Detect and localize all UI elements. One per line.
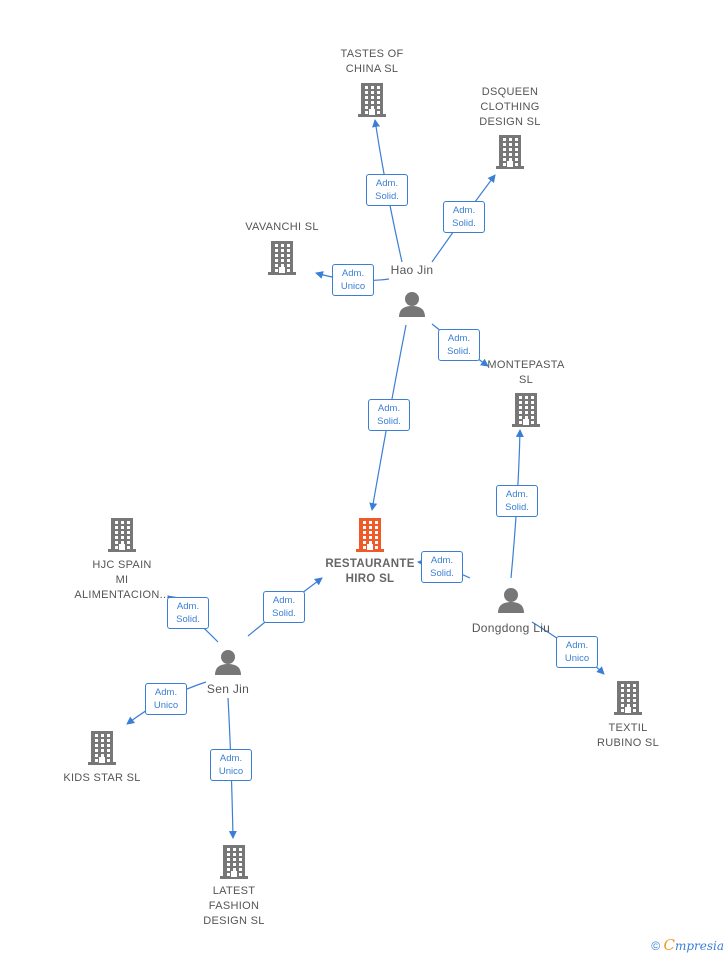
role-text: Solid. [505,502,529,513]
person-icon[interactable] [497,587,525,618]
brand-initial: C [663,936,675,954]
role-text: Unico [218,766,244,777]
node-label-restaurante[interactable]: RESTAURANTE HIRO SL [325,558,415,585]
node-label-latest[interactable]: LATEST FASHION DESIGN SL [203,885,265,927]
building-icon[interactable] [220,845,248,884]
role-badge-senjin-hjc[interactable]: Adm. Solid. [167,597,209,629]
node-label-tastes[interactable]: TASTES OF CHINA SL [340,48,404,75]
role-text: Unico [564,653,590,664]
role-badge-haojin-montepasta[interactable]: Adm. Solid. [438,329,480,361]
role-text: Adm. [430,555,454,566]
node-label-dsqueen[interactable]: DSQUEEN CLOTHING DESIGN SL [479,86,541,128]
role-text: Adm. [176,601,200,612]
role-badge-dongdong-restaurante[interactable]: Adm. Solid. [421,551,463,583]
role-badge-haojin-vavanchi[interactable]: Adm. Unico [332,264,374,296]
role-text: Adm. [154,687,178,698]
highlighted-building-icon[interactable] [356,518,384,557]
node-label-dongdong[interactable]: Dongdong Liu [471,621,551,635]
node-label-senjin[interactable]: Sen Jin [206,682,250,696]
role-text: Adm. [341,268,365,279]
role-text: Adm. [505,489,529,500]
role-text: Adm. [375,178,399,189]
role-text: Solid. [452,218,476,229]
role-text: Solid. [375,191,399,202]
role-text: Adm. [219,753,243,764]
building-icon[interactable] [108,518,136,557]
node-label-vavanchi[interactable]: VAVANCHI SL [245,221,319,233]
role-text: Adm. [447,333,471,344]
role-badge-senjin-latest[interactable]: Adm. Unico [210,749,252,781]
node-label-montepasta[interactable]: MONTEPASTA SL [487,359,565,386]
role-text: Adm. [452,205,476,216]
node-label-textil[interactable]: TEXTIL RUBINO SL [597,722,659,749]
role-text: Unico [340,281,366,292]
role-badge-haojin-restaurante[interactable]: Adm. Solid. [368,399,410,431]
building-icon[interactable] [358,83,386,122]
building-icon[interactable] [496,135,524,174]
building-icon[interactable] [614,681,642,720]
copyright-icon: © [651,939,661,953]
role-badge-haojin-dsqueen[interactable]: Adm. Solid. [443,201,485,233]
role-text: Solid. [377,416,401,427]
role-badge-dongdong-textil[interactable]: Adm. Unico [556,636,598,668]
role-text: Unico [153,700,179,711]
role-badge-haojin-tastes[interactable]: Adm. Solid. [366,174,408,206]
node-label-haojin[interactable]: Hao Jin [390,263,434,277]
role-text: Adm. [272,595,296,606]
building-icon[interactable] [88,731,116,770]
role-badge-senjin-restaurante[interactable]: Adm. Solid. [263,591,305,623]
building-icon[interactable] [268,241,296,280]
person-icon[interactable] [214,649,242,680]
person-icon[interactable] [398,291,426,322]
node-label-hjc[interactable]: HJC SPAIN MI ALIMENTACION... [74,559,170,601]
empresia-footer: © Cmpresia [651,936,724,954]
brand-name: mpresia [674,939,724,953]
building-icon[interactable] [512,393,540,432]
role-text: Solid. [176,614,200,625]
role-text: Solid. [447,346,471,357]
role-text: Adm. [565,640,589,651]
role-text: Solid. [430,568,454,579]
role-text: Solid. [272,608,296,619]
role-text: Adm. [377,403,401,414]
role-badge-dongdong-montepasta[interactable]: Adm. Solid. [496,485,538,517]
node-label-kidsstar[interactable]: KIDS STAR SL [63,772,141,784]
role-badge-senjin-kidsstar[interactable]: Adm. Unico [145,683,187,715]
